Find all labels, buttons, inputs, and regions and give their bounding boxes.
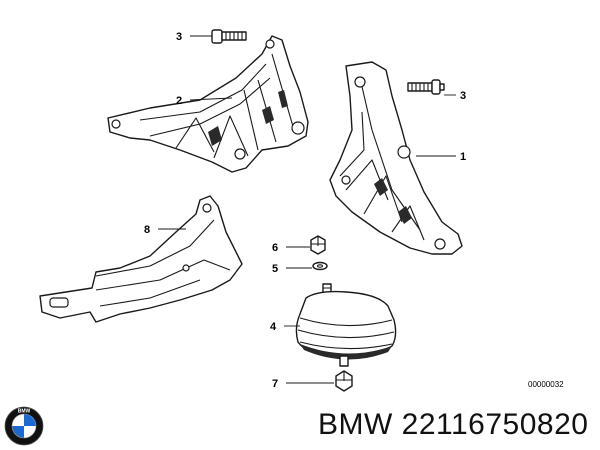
callout-6: 6 <box>272 242 278 254</box>
heat-shield <box>39 195 243 323</box>
callout-4: 4 <box>270 321 277 333</box>
callout-7: 7 <box>272 378 278 390</box>
bmw-logo: BMW <box>4 406 44 446</box>
engine-mount <box>295 283 397 367</box>
bracket-right <box>329 61 463 255</box>
callout-1: 1 <box>460 151 466 163</box>
callout-5: 5 <box>272 263 278 275</box>
lower-nut <box>335 370 353 392</box>
bracket-upper-left <box>107 35 309 173</box>
bmw-logo-letters: BMW <box>18 409 31 415</box>
callout-3b: 3 <box>460 90 466 102</box>
callout-8: 8 <box>144 224 150 236</box>
part-number-label: BMW 22116750820 <box>318 408 589 441</box>
bolt-top <box>211 29 247 44</box>
washer <box>312 261 328 271</box>
nut <box>310 235 326 255</box>
reference-code: 00000032 <box>528 380 564 389</box>
bolt-right <box>407 79 445 95</box>
callout-3a: 3 <box>176 31 182 43</box>
callout-2: 2 <box>176 95 182 107</box>
leader-2 <box>189 97 233 101</box>
